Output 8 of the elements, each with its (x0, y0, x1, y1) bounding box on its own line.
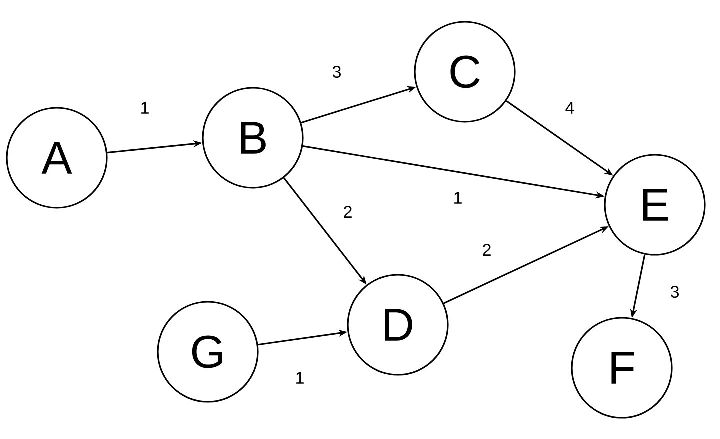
edge-label: 3 (668, 284, 682, 300)
edge-label: 2 (342, 204, 354, 220)
edge-label: 1 (452, 190, 464, 206)
edge-label: 1 (138, 100, 152, 116)
edge-label: 1 (294, 370, 306, 386)
edge-label: 4 (564, 100, 576, 116)
edge-label: 3 (330, 64, 344, 80)
edge-label: 2 (480, 242, 494, 258)
